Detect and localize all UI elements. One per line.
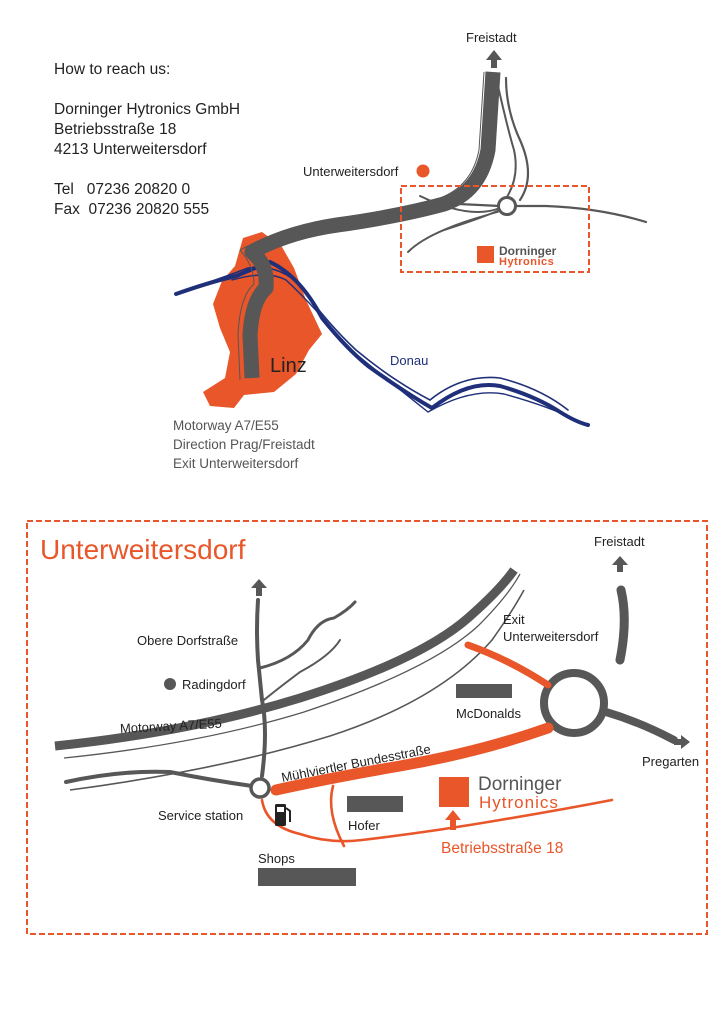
pregarten-label: Pregarten — [642, 754, 700, 769]
street-address: Betriebsstraße 18 — [54, 121, 177, 138]
overview-highlight-box — [400, 185, 590, 273]
detail-logo-line2: Hytronics — [479, 793, 559, 812]
overview-freistadt-label: Freistadt — [466, 30, 517, 45]
hofer-building — [347, 796, 403, 812]
exit-line1-label: Exit — [503, 612, 525, 627]
obere-dorfstrasse-label: Obere Dorfstraße — [137, 633, 239, 648]
unterweitersdorf-dot-icon — [416, 164, 430, 178]
company-name: Dorninger Hytronics GmbH — [54, 101, 241, 118]
pregarten-arrow-icon — [674, 735, 690, 749]
north-arrow-icon — [251, 579, 267, 596]
detail-local-roads — [64, 598, 357, 788]
radingdorf-dot-icon — [164, 678, 176, 690]
donau-label: Donau — [390, 353, 429, 368]
detail-logo-line1: Dorninger — [478, 774, 562, 795]
hofer-label: Hofer — [348, 818, 380, 833]
direction-label: Direction Prag/Freistadt — [173, 437, 315, 452]
linz-label: Linz — [270, 355, 307, 377]
detail-title: Unterweitersdorf — [40, 534, 246, 565]
contact-block: How to reach us: Dorninger Hytronics Gmb… — [54, 60, 240, 220]
fuel-pump-icon — [275, 804, 291, 826]
exit-line2-label: Unterweitersdorf — [503, 629, 599, 644]
detail-roundabout-roads — [540, 585, 678, 744]
motorway-label: Motorway A7/E55 — [173, 418, 279, 433]
telephone: Tel 07236 20820 0 — [54, 181, 191, 198]
city-address: 4213 Unterweitersdorf — [54, 141, 207, 158]
overview-motorway — [237, 71, 501, 381]
detail-logo-square-icon — [439, 777, 469, 807]
motorway-info: Motorway A7/E55 Direction Prag/Freistadt… — [173, 416, 315, 473]
overview-unterweitersdorf-label: Unterweitersdorf — [303, 164, 399, 179]
freistadt-arrow-detail-icon — [612, 556, 628, 572]
detail-freistadt-label: Freistadt — [594, 534, 645, 549]
danube-river — [174, 259, 590, 427]
company-arrow-icon — [445, 810, 461, 830]
contact-heading: How to reach us: — [54, 61, 171, 78]
overview-roads — [407, 76, 648, 253]
mcdonalds-building — [456, 684, 512, 698]
exit-label: Exit Unterweitersdorf — [173, 456, 299, 471]
detail-frame — [26, 520, 708, 935]
mcdonalds-label: McDonalds — [456, 706, 522, 721]
shops-building — [258, 868, 356, 886]
overview-logo-line1: Dorninger — [499, 244, 557, 258]
overview-logo-square-icon — [477, 246, 494, 263]
overview-logo-line2: Hytronics — [499, 256, 555, 268]
detail-orange-roads — [260, 641, 614, 848]
shops-label: Shops — [258, 851, 295, 866]
freistadt-arrow-icon — [486, 50, 502, 68]
service-station-label: Service station — [158, 808, 244, 823]
betriebsstrasse-label: Betriebsstraße 18 — [441, 840, 564, 857]
radingdorf-label: Radingdorf — [182, 677, 246, 692]
fax: Fax 07236 20820 555 — [54, 201, 210, 218]
service-roundabout — [249, 777, 271, 799]
